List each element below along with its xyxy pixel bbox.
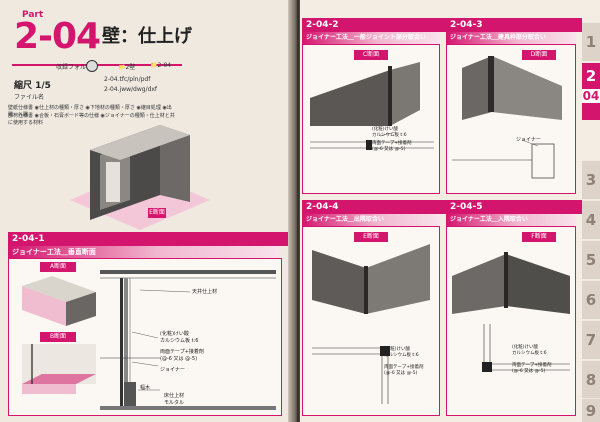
- folder-sub: 📁2-04: [150, 62, 172, 69]
- chapter-tab-2-active[interactable]: 2 04: [582, 62, 600, 120]
- isometric-wall-drawing: [70, 125, 210, 230]
- f-section-tag: F断面: [522, 232, 556, 242]
- c-note-tape: 両面テープ+接着剤 (@-6 又は @-5): [372, 141, 412, 152]
- section-2-04-2-title: ジョイナー工法＿一般ジョイント部分取合い: [302, 32, 440, 44]
- d-section-drawing: [462, 56, 562, 120]
- chapter-tab-8[interactable]: 8: [582, 360, 600, 399]
- vertical-section-drawing: [100, 270, 276, 410]
- c-section-drawing: [310, 62, 420, 126]
- chapter-tab-2-number: 2: [585, 67, 597, 85]
- section-2-04-5-title: ジョイナー工法＿入隅取合い: [446, 214, 576, 226]
- d-note-joiner: ジョイナー: [516, 137, 541, 143]
- chapter-tab-9[interactable]: 9: [582, 398, 600, 422]
- file-name-2: 2-04.jww/dwg/dxf: [104, 86, 158, 93]
- section-2-04-4-header: 2-04-4: [302, 200, 446, 214]
- c-note-board: (化粧)けい酸 カルシウム板 t:6: [372, 127, 407, 138]
- chapter-tab-3[interactable]: 3: [582, 160, 600, 199]
- chapter-tab-7[interactable]: 7: [582, 320, 600, 359]
- chapter-tab-6[interactable]: 6: [582, 280, 600, 319]
- chapter-tab-1[interactable]: 1: [582, 22, 600, 61]
- a-section-tag: A断面: [40, 262, 76, 272]
- section-2-04-3-title: ジョイナー工法＿建具枠部分取合い: [446, 32, 576, 44]
- note-joiner: ジョイナー: [160, 367, 185, 373]
- chapter-tab-5[interactable]: 5: [582, 240, 600, 279]
- left-page: Part 2-04 壁：仕上げ 収録フォルダ 📁2壁 📁2-04 縮尺 1/5 …: [0, 0, 296, 422]
- f-note-tape: 両面テープ+接着剤 (@-6 又は @-5): [512, 363, 552, 374]
- part-label: Part: [22, 10, 44, 20]
- section-2-04-1-header: 2-04-1: [8, 232, 288, 246]
- section-2-04-4-title: ジョイナー工法＿出隅取合い: [302, 214, 440, 226]
- notes-line-2: 部材仕様書 ◉合板・石膏ボード等の仕様 ◉ジョイナーの種類・仕上材と共に使用する…: [8, 113, 175, 126]
- d-section-tag: D断面: [522, 50, 556, 60]
- section-2-04-5-header: 2-04-5: [446, 200, 582, 214]
- e-note-board: (化粧)けい酸 カルシウム板 t:6: [384, 347, 419, 358]
- c-section-tag: C断面: [354, 50, 388, 60]
- d-plan-drawing: [452, 139, 555, 179]
- section-2-04-2-header: 2-04-2: [302, 18, 446, 32]
- section-2-04-3-header: 2-04-3: [446, 18, 582, 32]
- note-ceiling: 天井仕上材: [192, 289, 218, 295]
- folder-label: 収録フォルダ: [56, 64, 93, 71]
- chapter-tab-04: 04: [582, 89, 600, 103]
- scale-label: 縮尺 1/5: [14, 81, 51, 91]
- file-name-1: 2-04.tfc/pln/pdf: [104, 76, 151, 83]
- e-section-drawing: [312, 244, 430, 314]
- section-number: 2-04: [14, 16, 101, 57]
- notes-line-1: 壁紙仕様書 ◉仕上材の種類・厚さ ◉下地材の種類・厚さ ◉継目処理 ◉出隅・入隅: [8, 105, 172, 118]
- f-section-drawing: [452, 252, 570, 314]
- c-plan-drawing: [310, 131, 434, 150]
- f-note-board: (化粧)けい酸 カルシウム板 t:6: [512, 345, 547, 356]
- e-note-tape: 両面テープ+接着剤 (@-6 又は @-5): [384, 365, 424, 376]
- right-page: 2-04-2 ジョイナー工法＿一般ジョイント部分取合い C断面 (化粧)けい酸 …: [300, 0, 600, 422]
- iso-tag: E断面: [148, 208, 166, 218]
- file-label: ファイル名: [14, 94, 45, 101]
- chapter-tab-4[interactable]: 4: [582, 200, 600, 239]
- note-floor: 床仕上材 モルタル: [164, 393, 185, 406]
- page-title: 壁：仕上げ: [102, 26, 192, 47]
- note-tape: 両面テープ+接着剤 (@-6 又は @-5): [160, 349, 204, 362]
- section-2-04-1-id: 2-04-1: [12, 234, 45, 244]
- e-section-tag: E断面: [354, 232, 388, 242]
- e-plan-drawing: [312, 346, 390, 404]
- b-section-tag: B断面: [40, 332, 76, 342]
- cd-icon: [86, 60, 98, 72]
- a-section-drawing: [22, 276, 96, 326]
- b-section-drawing: [22, 344, 96, 394]
- note-baseboard: 幅木: [140, 385, 151, 391]
- section-2-04-1-title: ジョイナー工法＿垂直断面: [8, 246, 280, 258]
- folder-main: 📁2壁: [118, 64, 136, 71]
- note-board: (化粧)けい酸 カルシウム板 t:6: [160, 331, 199, 344]
- f-plan-drawing: [482, 324, 570, 372]
